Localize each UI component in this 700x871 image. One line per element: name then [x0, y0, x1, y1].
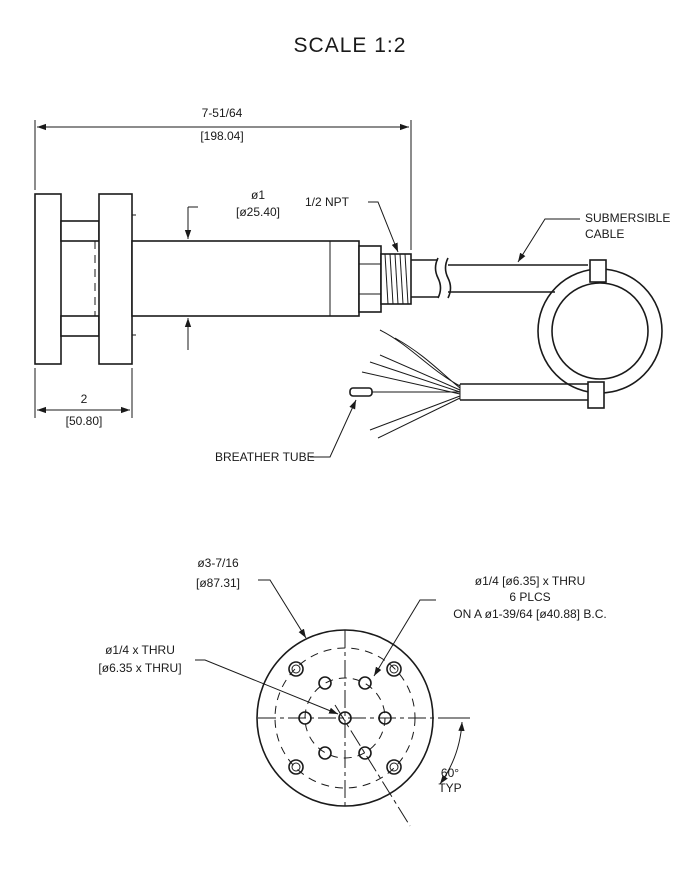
breather-tube-label: BREATHER TUBE [215, 450, 315, 464]
bolt-holes-line2: 6 PLCS [509, 590, 550, 604]
cable-segment [411, 259, 438, 298]
outer-diameter-mm: [ø87.31] [196, 576, 240, 590]
bolt-holes-line3: ON A ø1-39/64 [ø40.88] B.C. [453, 607, 606, 621]
overall-length-mm: [198.04] [200, 129, 243, 143]
overall-length-inch: 7-51/64 [202, 106, 243, 120]
right-flange [98, 193, 133, 365]
angle-typ: TYP [438, 781, 461, 795]
flange-width-inch: 2 [81, 392, 88, 406]
center-hole [338, 711, 352, 725]
scale-title: SCALE 1:2 [294, 34, 407, 57]
center-hole-mm: [ø6.35 x THRU] [98, 661, 181, 675]
npt-label: 1/2 NPT [305, 195, 350, 209]
end-view: ø3-7/16 [ø87.31] ø1/4 [ø6.35] x THRU 6 P… [98, 556, 607, 827]
left-flange [34, 193, 62, 365]
angle-value: 60° [441, 766, 459, 780]
side-view: 7-51/64 [198.04] ø1 [ø25.40] 1/2 NPT SUB… [34, 106, 670, 464]
breather-tube-end [349, 387, 373, 397]
cable-coil-inner [551, 282, 649, 380]
submersible-cable [448, 264, 588, 293]
spacer-bottom [60, 315, 100, 337]
angle-arc [439, 721, 465, 785]
body-diameter-mm: [ø25.40] [236, 205, 280, 219]
transducer-body [131, 240, 360, 317]
flange-width-mm: [50.80] [66, 414, 103, 428]
center-hole-inch: ø1/4 x THRU [105, 643, 175, 657]
cable-label-1: SUBMERSIBLE [585, 211, 670, 225]
cable-label-2: CABLE [585, 227, 624, 241]
inner-holes [298, 676, 392, 760]
outer-diameter-inch: ø3-7/16 [197, 556, 239, 570]
coil-clip-top [589, 259, 607, 283]
coil-clip-bottom [587, 381, 605, 409]
hex-fitting [358, 245, 382, 313]
body-diameter-inch: ø1 [251, 188, 265, 202]
outer-holes [288, 661, 402, 775]
bolt-holes-line1: ø1/4 [ø6.35] x THRU [475, 574, 585, 588]
spacer-top [60, 220, 100, 242]
lead-wires [361, 329, 461, 439]
cable-coil-outer [537, 268, 663, 394]
